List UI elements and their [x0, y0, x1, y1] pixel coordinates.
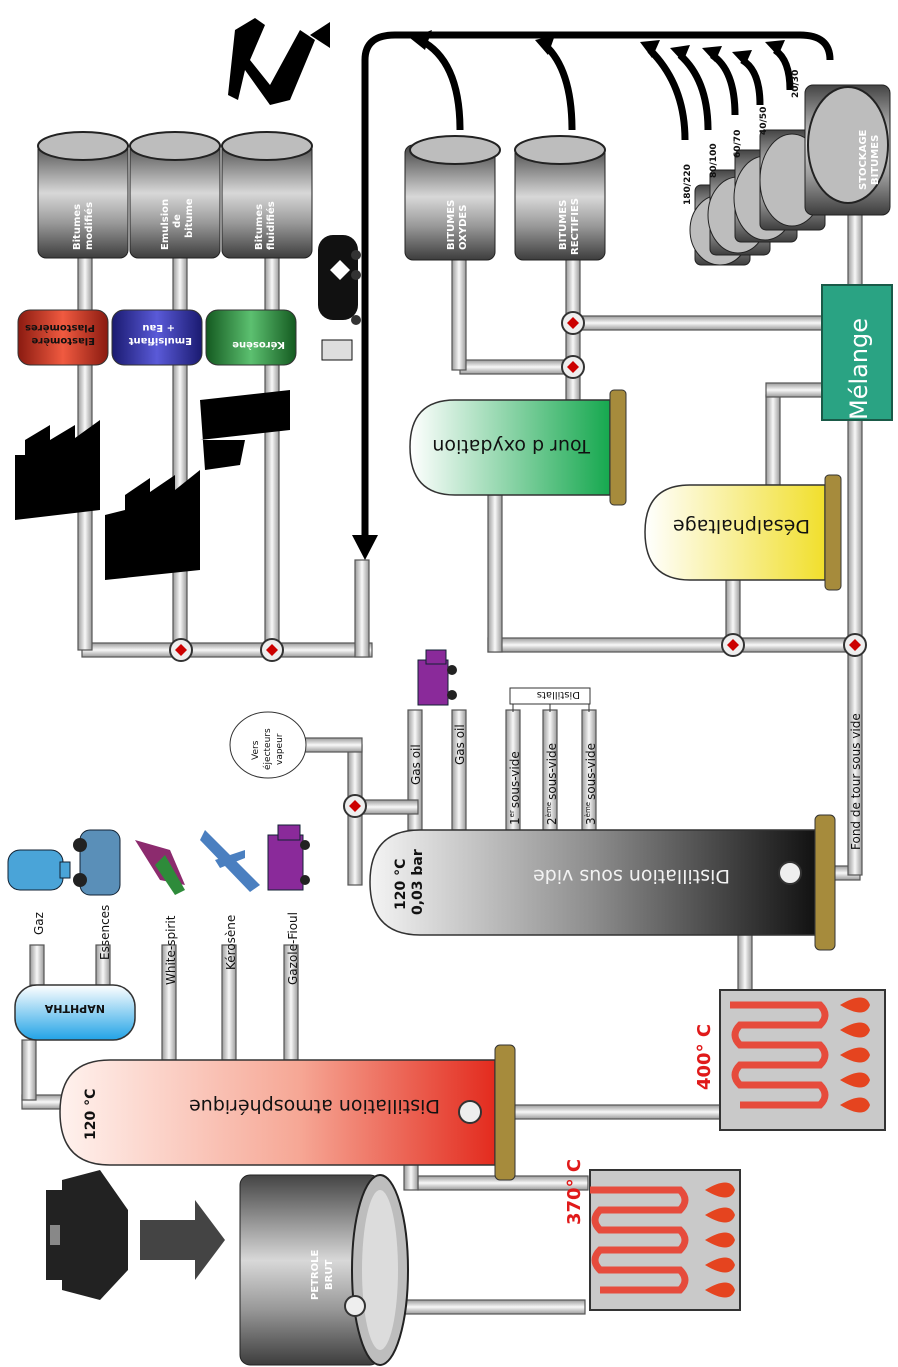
oil-rig-icon [46, 1170, 128, 1300]
factory-icon [15, 420, 100, 520]
modified-label-2: modifiés [83, 202, 95, 250]
truck-icon [418, 650, 457, 705]
drum-emulsifier-label-1: Emulsifiant [129, 335, 192, 346]
vacuum-column-label: Distillation sous vide [533, 865, 730, 887]
drum-emulsifier: Emulsifiant + Eau [112, 310, 202, 365]
deasphalting-vessel: Désalphaltage [645, 475, 841, 590]
gas-bottle-icon [8, 850, 70, 890]
vac-bottoms-label: Fond de tour sous vide [849, 713, 863, 850]
oxides-label-1: BITUMES [446, 200, 457, 250]
drum-elastomer-label-2: Plastomères [25, 322, 95, 334]
modified-label-1: Bitumes [72, 204, 83, 250]
grade-label: 180/220 [683, 164, 693, 205]
airplane-icon [200, 830, 260, 892]
oxides-label-2: OXYDES [458, 205, 469, 250]
grade-label: 60/70 [733, 130, 743, 158]
valve-icon [344, 795, 366, 817]
oxidation-tower-label: Tour d oxydation [432, 435, 591, 457]
product-essences: Essences [98, 905, 112, 960]
paint-brush-icon [135, 840, 185, 895]
road-icon [228, 18, 315, 105]
furnace-atmospheric: 370° C [564, 1159, 740, 1310]
valve-icon [722, 634, 744, 656]
ordinal-number: 3 [584, 817, 598, 825]
valve-icon [562, 312, 584, 334]
grade-label: 80/100 [709, 143, 719, 178]
naphtha-vessel: NAPHTHA [15, 985, 135, 1040]
truck-icon [268, 825, 310, 890]
ordinal-number: 1 [508, 817, 522, 825]
ordinal-suffix: ème [545, 802, 553, 817]
furnace-atm-temp: 370° C [564, 1159, 585, 1225]
tanker-truck-icon [318, 235, 361, 360]
distillate-text: sous-vide [545, 743, 559, 800]
ordinal-number: 2 [545, 817, 559, 825]
ejectors-line-2: éjecteurs [262, 728, 273, 770]
vac-gas-oil-2: Gas oil [453, 724, 467, 765]
emulsion-label-2: de [172, 214, 183, 228]
modified-bitumen-tank: Bitumes modifiés [38, 132, 128, 258]
distillate-text: sous-vide [508, 751, 522, 808]
product-kerosene: Kérosène [224, 915, 238, 970]
factory-icons [15, 390, 290, 580]
fluidified-label-2: fluidifiés [265, 201, 277, 250]
ordinal-suffix: er [508, 810, 516, 817]
car-icon [73, 830, 120, 895]
product-white-spirit: White-spirit [164, 915, 178, 985]
emulsion-label-1: Emulsion [160, 199, 171, 250]
oxides-tank: BITUMES OXYDES [405, 136, 500, 260]
crude-tank-label-2: BRUT [324, 1260, 335, 1290]
oxidation-tower: Tour d oxydation [410, 390, 626, 505]
product-gaz: Gaz [32, 912, 46, 935]
distillats-label: Distillats [537, 689, 580, 700]
valve-icon [261, 639, 283, 661]
emulsion-label-3: bitume [184, 198, 195, 238]
drum-elastomer: Elastomère Plastomères [18, 310, 108, 365]
product-gazole: Gazole-Fioul [286, 912, 300, 985]
valve-icon [844, 634, 866, 656]
ejectors-line-1: Vers [251, 740, 261, 760]
grade-label: 20/30 [791, 70, 801, 98]
crude-oil-tank: PETROLE BRUT [240, 1175, 408, 1365]
valve-icon [170, 639, 192, 661]
fluidified-label-1: Bitumes [254, 204, 265, 250]
naphtha-label: NAPHTHA [44, 1002, 105, 1015]
furnace-vacuum: 400° C [694, 990, 885, 1130]
vac-gas-oil-1: Gas oil [409, 744, 423, 785]
emulsion-tank: Emulsion de bitume [130, 132, 220, 258]
storage-tank: STOCKAGE BITUMES [805, 85, 890, 215]
ejectors-line-3: vapeur [275, 733, 285, 765]
grade-label: 40/50 [759, 107, 769, 135]
storage-label-2: BITUMES [870, 135, 881, 185]
rectified-label-2: RECTIFIES [570, 198, 581, 255]
drum-kerosene-label: Kérosène [232, 339, 285, 351]
mixing-label: Mélange [845, 318, 873, 420]
fluidified-bitumen-tank: Bitumes fluidifiés [222, 132, 312, 258]
vac-top-temp: 120 °C [393, 859, 409, 910]
mixing-unit: Mélange [822, 285, 892, 420]
rectified-tank: BITUMES RECTIFIES [515, 136, 605, 260]
ordinal-suffix: ème [584, 802, 592, 817]
atmospheric-column-label: Distillation atmosphérique [189, 1095, 440, 1117]
deasphalting-label: Désalphaltage [673, 515, 810, 537]
ejectors-cloud: Vers éjecteurs vapeur [230, 712, 306, 778]
atm-top-temp: 120 °C [83, 1089, 99, 1140]
factory-icon [105, 470, 200, 580]
atmospheric-column: Distillation atmosphérique 120 °C [60, 1045, 515, 1180]
distillats-bracket: Distillats [510, 688, 590, 712]
drum-emulsifier-label-2: + Eau [142, 322, 175, 333]
drum-elastomer-label-1: Elastomère [31, 335, 95, 347]
crude-tank-label-1: PETROLE [310, 1249, 321, 1300]
distillate-text: sous-vide [584, 743, 598, 800]
rectified-label-1: BITUMES [558, 200, 569, 250]
vac-top-pressure: 0,03 bar [410, 849, 426, 915]
valve-icon [562, 356, 584, 378]
drum-kerosene: Kérosène [206, 310, 296, 365]
furnace-vac-temp: 400° C [694, 1024, 715, 1090]
feed-arrow-icon [140, 1200, 225, 1280]
storage-label-1: STOCKAGE [858, 129, 869, 190]
vacuum-column: Distillation sous vide 120 °C 0,03 bar [370, 815, 835, 950]
